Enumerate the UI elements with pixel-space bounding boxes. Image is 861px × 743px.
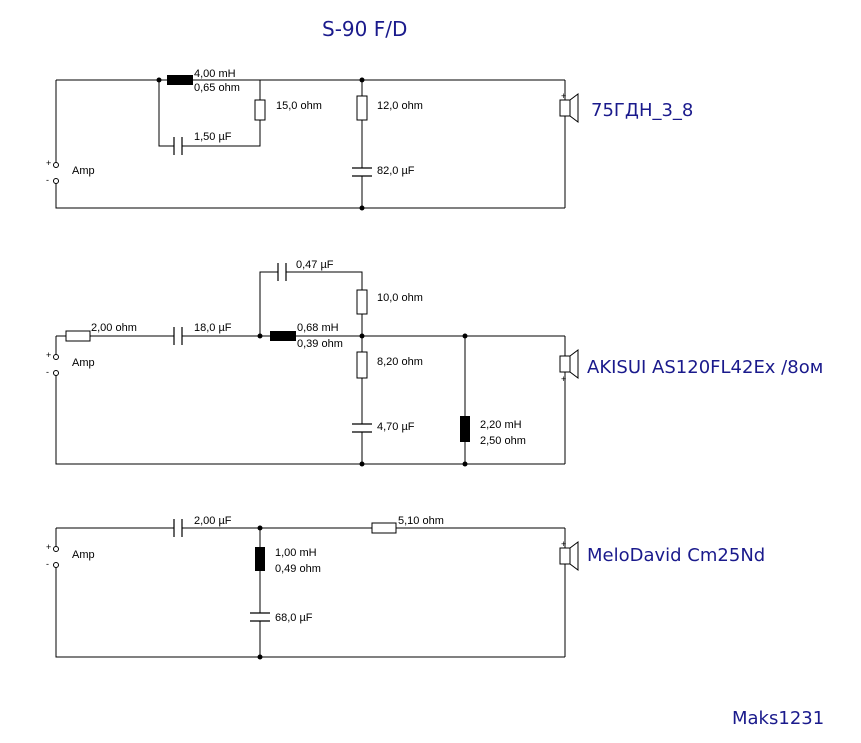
speaker-icon: + [559,539,579,571]
capacitor-c2 [277,263,287,281]
l1-inductance: 1,00 mH [275,547,317,559]
plus-sign: + [46,158,51,168]
resistor-r2 [356,289,368,315]
r1-label: 5,10 ohm [398,515,444,527]
l1-inductance: 4,00 mH [194,68,236,80]
l1-resistance: 0,39 ohm [297,338,343,350]
amp-terminal-plus [53,546,59,552]
capacitor-c3 [352,423,372,433]
c1-label: 2,00 µF [194,515,232,527]
c2-label: 0,47 µF [296,259,334,271]
minus-sign: - [46,559,49,569]
r2-label: 10,0 ohm [377,292,423,304]
l2-inductance: 2,20 mH [480,419,522,431]
speaker-icon: + [559,349,579,384]
capacitor-c2 [352,167,372,177]
amp-label: Amp [72,165,95,177]
c3-label: 4,70 µF [377,421,415,433]
r1-label: 15,0 ohm [276,100,322,112]
l1-resistance: 0,65 ohm [194,82,240,94]
l1-inductance: 0,68 mH [297,322,339,334]
capacitor-c1 [173,519,183,537]
c1-label: 1,50 µF [194,131,232,143]
resistor-r2 [356,95,368,121]
r2-label: 12,0 ohm [377,100,423,112]
amp-label: Amp [72,357,95,369]
amp-label: Amp [72,549,95,561]
driver-name: AKISUI AS120FL42Ex /8ом [587,357,823,378]
amp-terminal-minus [53,178,59,184]
capacitor-c1 [173,137,183,155]
resistor-r1 [371,522,397,534]
amp-terminal-plus [53,354,59,360]
c2-label: 68,0 µF [275,612,313,624]
inductor-l1 [167,75,193,85]
circuit-midrange: 2,00 ohm 18,0 µF 0,47 µF 10,0 ohm 0,68 m… [46,259,823,467]
circuit-tweeter: 2,00 µF 5,10 ohm 1,00 mH 0,49 ohm 68,0 µ… [46,515,765,660]
inductor-l1 [270,331,296,341]
driver-name: MeloDavid Cm25Nd [587,545,765,566]
circuit-woofer: 4,00 mH 0,65 ohm 15,0 ohm 1,50 µF 12,0 o… [46,68,693,211]
amp-terminal-plus [53,162,59,168]
minus-sign: - [46,175,49,185]
resistor-r3 [356,351,368,379]
author-signature: Maks1231 [732,708,824,729]
plus-sign: + [46,542,51,552]
svg-text:+: + [561,91,566,101]
plus-sign: + [46,350,51,360]
c1-label: 18,0 µF [194,322,232,334]
svg-text:+: + [561,539,566,549]
c2-label: 82,0 µF [377,165,415,177]
amp-terminal-minus [53,562,59,568]
amp-terminal-minus [53,370,59,376]
l1-resistance: 0,49 ohm [275,563,321,575]
resistor-r1 [65,330,91,342]
capacitor-c2 [250,612,270,622]
inductor-l1 [255,547,265,571]
svg-text:+: + [561,374,566,384]
capacitor-c1 [173,327,183,345]
resistor-r1 [254,99,266,121]
r1-label: 2,00 ohm [91,322,137,334]
driver-name: 75ГДН_3_8 [591,100,693,121]
schematic-title: S-90 F/D [322,17,407,41]
minus-sign: - [46,367,49,377]
r3-label: 8,20 ohm [377,356,423,368]
inductor-l2 [460,416,470,442]
l2-resistance: 2,50 ohm [480,435,526,447]
speaker-icon: + [559,91,579,123]
